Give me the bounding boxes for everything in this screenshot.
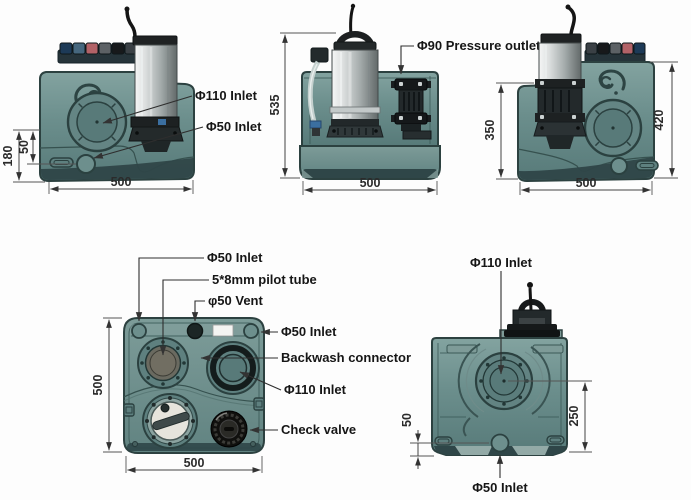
label-backwash: Backwash connector [281,350,411,365]
pump [326,3,384,138]
dim-500-value: 500 [111,175,132,189]
hose-caps [57,42,145,64]
side-notch-right [253,397,265,411]
dim-width-500: 500 [125,456,263,473]
dim-535-value: 535 [268,95,282,116]
access-cover [142,393,198,449]
inlet-110-port [583,98,643,158]
dim-420-value: 420 [652,110,666,131]
vent-port [186,322,204,340]
check-valve [210,410,248,448]
leader-inlet-110 [239,371,282,391]
label-vent: φ50 Vent [208,293,263,308]
inlet-110-flange-left [137,337,189,389]
dim-width-500: 500 [519,176,653,195]
dim-500-value: 500 [576,176,597,190]
dim-width-500: 500 [302,176,438,195]
leader-inlet-50 [93,126,204,159]
pilot-tube [307,60,322,136]
cable-holder [310,47,329,63]
label-inlet-50: Φ50 Inlet [472,480,528,495]
dim-180-value: 180 [1,146,15,167]
mount-slot [49,157,74,168]
inlet-50-port [76,154,96,174]
view-side-left: Φ110 Inlet Φ50 Inlet 180 50 500 [1,6,262,194]
dim-offset-50: 50 [17,131,36,163]
label-inlet-110: Φ110 Inlet [195,88,258,103]
pressure-outlet-port [391,78,432,140]
leader-pressure-outlet [397,45,414,75]
dim-350-value: 350 [483,120,497,141]
tank-base-band [41,158,193,180]
mount-slot-left [434,436,453,446]
label-pressure-outlet: Φ90 Pressure outlet [417,38,541,53]
dim-500-depth-value: 500 [91,375,105,396]
label-inlet-50: Φ50 Inlet [206,119,262,134]
antenna [528,287,533,311]
dim-250-value: 250 [567,406,581,427]
dim-width-500: 500 [48,175,194,194]
label-pilot-tube: 5*8mm pilot tube [212,272,317,287]
power-cable [567,6,576,36]
leader-vent [191,300,205,322]
dim-50-value: 50 [17,140,31,154]
label-inlet-110: Φ110 Inlet [470,255,533,270]
hose-caps [584,42,646,64]
inlet-50-port-right [243,323,259,339]
inlet-50-port [490,433,510,453]
label-inlet-110: Φ110 Inlet [284,382,347,397]
dim-500-value: 500 [360,176,381,190]
dim-depth-500: 500 [91,317,122,453]
mount-slot-right [546,435,565,445]
dim-50-value: 50 [400,413,414,427]
pump-head [499,282,563,343]
cover-knob [160,403,170,413]
leader-inlet-110 [102,95,193,124]
side-notch-left [123,403,135,417]
dim-height-250: 250 [508,380,592,453]
view-top: Φ50 Inlet 5*8mm pilot tube φ50 Vent Φ50 … [91,250,411,473]
mount-slot [635,160,659,171]
dim-500-width-value: 500 [184,456,205,470]
power-cable [125,9,137,38]
inlet-50-port-left [131,323,147,339]
backwash-inlet-110-flange [206,341,260,395]
dim-height-180: 180 [1,129,76,183]
pump-handle [335,31,375,46]
label-inlet-50-left: Φ50 Inlet [207,250,263,265]
dim-pump-height-350: 350 [483,82,534,180]
dim-height-535: 535 [268,32,336,179]
dim-offset-50: 50 [400,413,489,469]
pump [533,4,587,149]
label-sticker [212,324,234,337]
view-rear: Φ110 Inlet Φ50 Inlet 50 250 [400,255,592,495]
label-inlet-50-right: Φ50 Inlet [281,324,337,339]
inlet-110-port [66,91,128,153]
label-check-valve: Check valve [281,422,356,437]
leader-inlet-50-left [135,257,204,322]
view-front: Φ90 Pressure outlet 535 500 [268,3,541,195]
inlet-50-port [610,157,628,175]
dim-tank-height-420: 420 [650,61,678,179]
leader-pilot-tube [159,279,209,356]
view-side-right: 350 420 500 [483,4,678,195]
